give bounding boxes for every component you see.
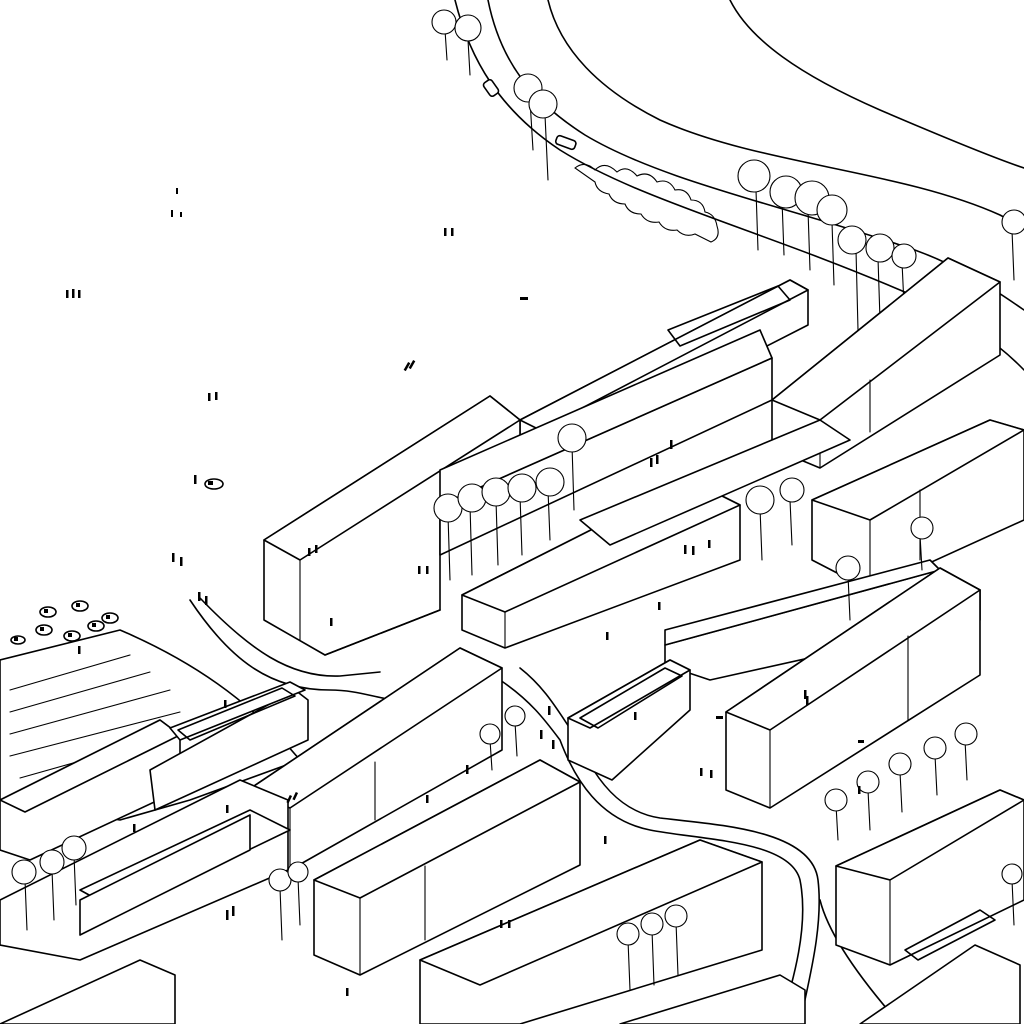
- pedestrians: [66, 188, 864, 996]
- tree: [835, 555, 861, 621]
- tree: [824, 788, 848, 841]
- tree: [737, 159, 771, 251]
- vegetable-garden-roof: [667, 285, 791, 347]
- tree: [910, 516, 934, 571]
- tree: [528, 89, 558, 181]
- vegetable-garden-roof: [579, 667, 683, 729]
- tree: [39, 849, 65, 921]
- tree: [745, 485, 775, 561]
- grazing-cows: [10, 478, 224, 645]
- tree: [431, 9, 457, 61]
- row-house: [835, 789, 1024, 966]
- tree: [616, 922, 640, 991]
- tree: [769, 175, 803, 256]
- row-house: [0, 779, 291, 961]
- cow: [204, 478, 224, 490]
- tree: [923, 736, 947, 796]
- tree: [1001, 209, 1024, 281]
- row-house: [419, 839, 763, 1024]
- cow: [71, 600, 89, 612]
- vegetable-garden-roof: [177, 687, 296, 741]
- cow: [101, 612, 119, 624]
- tree: [1001, 863, 1023, 926]
- street-trees: [431, 9, 1024, 331]
- tree: [507, 473, 537, 556]
- tree: [11, 859, 37, 931]
- cow: [39, 606, 57, 618]
- row-house: [725, 567, 981, 809]
- tree: [865, 233, 895, 321]
- row-house: [0, 959, 176, 1024]
- tree: [856, 770, 880, 831]
- tree: [954, 722, 978, 781]
- tree: [504, 705, 526, 757]
- car: [554, 134, 577, 151]
- cow: [87, 620, 105, 632]
- courtyard-trees: [11, 423, 1023, 991]
- tree: [61, 835, 87, 906]
- row-house: [0, 681, 309, 861]
- tree: [481, 477, 511, 566]
- tree: [664, 904, 688, 976]
- tree: [888, 752, 912, 813]
- tree: [779, 477, 805, 546]
- row-house: [263, 329, 773, 656]
- tree: [535, 467, 565, 541]
- row-house: [567, 659, 691, 781]
- tree: [457, 483, 487, 576]
- car: [482, 78, 500, 98]
- cow: [63, 630, 81, 642]
- tree: [479, 723, 501, 771]
- tree: [816, 194, 848, 286]
- tree: [794, 180, 830, 271]
- row-house: [313, 759, 581, 976]
- tree: [287, 861, 309, 926]
- cow: [10, 635, 26, 645]
- vegetable-garden-roof: [904, 909, 996, 961]
- cow: [35, 624, 53, 636]
- tree: [268, 868, 292, 941]
- tree: [640, 912, 664, 986]
- row-house: [619, 974, 806, 1024]
- row-house: [859, 944, 1021, 1024]
- tree: [454, 14, 482, 76]
- tree: [837, 225, 867, 331]
- cars: [482, 78, 577, 151]
- row-house: [811, 419, 1024, 591]
- row-house: [461, 419, 851, 649]
- row-house: [771, 257, 1001, 469]
- tree: [557, 423, 587, 511]
- hedge: [574, 163, 719, 243]
